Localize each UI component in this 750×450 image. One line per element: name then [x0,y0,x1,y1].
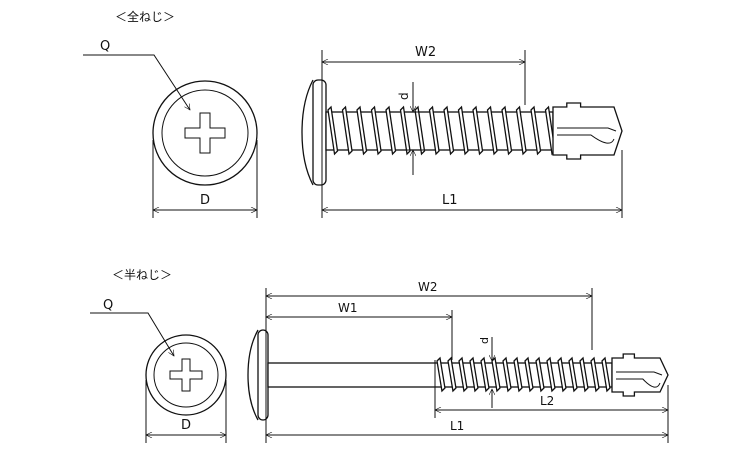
w1-label: W1 [338,301,358,315]
half-thread-section: ＜半ねじ＞ Q D W2 W1 L2 L1 d [90,268,669,443]
thread [457,105,469,156]
thread [480,356,490,393]
thread [414,105,426,156]
q-label: Q [100,39,110,54]
head-top-view [152,80,258,186]
screw-side-view [301,79,623,186]
thread [524,356,534,393]
thread [568,356,578,393]
q-leader [83,54,191,110]
thread [535,356,545,393]
half-thread-title: ＜半ねじ＞ [112,268,172,282]
d-outer-label: D [200,193,210,208]
l2-label: L2 [540,394,554,408]
l1-label: L1 [442,193,458,208]
thread [515,105,527,156]
thread [601,356,611,393]
thread [557,356,567,393]
drill-tip [552,102,623,160]
screw-head [301,79,314,186]
thread [469,356,479,393]
thread [385,105,397,156]
thread [436,356,446,393]
l1-label: L1 [450,419,464,433]
thread [472,105,484,156]
full-thread-title: ＜全ねじ＞ [115,9,175,24]
head-top-view [145,334,227,416]
w2-label: W2 [418,280,438,294]
thread [447,356,457,393]
thread [356,105,368,156]
thread [530,105,542,156]
drill-tip [611,353,669,397]
thread [370,105,382,156]
thread [486,105,498,156]
phillips-cross-icon [169,358,203,392]
phillips-cross-icon [184,112,226,154]
thread [502,356,512,393]
thread [443,105,455,156]
d-thread-label: d [478,337,491,344]
thread [590,356,600,393]
thread [546,356,556,393]
thread [501,105,513,156]
screw-head [247,329,259,421]
thread [327,105,339,156]
q-label: Q [103,298,113,313]
thread [458,356,468,393]
thread [341,105,353,156]
thread [579,356,589,393]
q-leader [90,312,175,356]
d-outer-label: D [181,418,191,433]
d-thread-label: d [397,92,411,100]
full-thread-section: ＜全ねじ＞ Q D W2 L1 d [83,9,623,218]
screw-side-view [247,329,669,421]
w2-label: W2 [415,45,436,60]
thread [428,105,440,156]
thread [513,356,523,393]
screw-head [312,79,327,186]
